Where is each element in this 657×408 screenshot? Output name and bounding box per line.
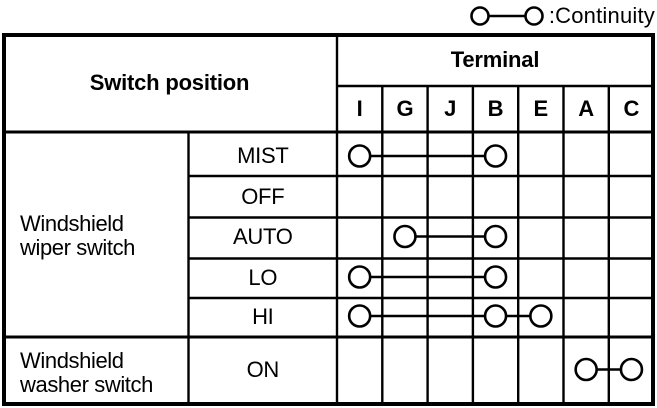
continuity-circle xyxy=(347,144,372,168)
continuity-circle xyxy=(483,265,508,289)
continuity-circle xyxy=(393,224,417,249)
terminal-col-label: B xyxy=(487,96,504,121)
continuity-circle-icon xyxy=(470,6,490,26)
legend: :Continuity xyxy=(468,3,655,29)
position-label-auto: AUTO xyxy=(233,224,293,249)
washer-switch-group-label: Windshield washer switch xyxy=(20,349,153,397)
terminal-col-label: I xyxy=(356,96,363,121)
legend-label: :Continuity xyxy=(548,3,655,28)
group-label-line: Windshield xyxy=(20,348,124,373)
switch-position-header: Switch position xyxy=(89,69,250,95)
terminal-header: Terminal xyxy=(450,47,540,72)
grid-lines-thin xyxy=(187,35,651,404)
table-outer-border xyxy=(2,33,655,406)
position-label-lo: LO xyxy=(248,264,278,290)
grid-lines-section xyxy=(4,130,653,339)
terminal-col-label: G xyxy=(396,96,414,121)
wiper-switch-group-label: Windshield wiper switch xyxy=(20,212,135,260)
position-label-hi: HI xyxy=(252,303,274,329)
continuity-circle-icon xyxy=(524,6,544,26)
continuity-circle xyxy=(483,304,508,328)
continuity-circle xyxy=(483,224,508,249)
continuity-circle xyxy=(529,304,553,328)
continuity-circle xyxy=(347,265,372,289)
continuity-symbol-icon xyxy=(470,6,544,26)
position-label-off: OFF xyxy=(241,183,285,209)
terminal-col-label: A xyxy=(578,96,595,121)
group-label-line: Windshield xyxy=(20,211,124,236)
continuity-circle xyxy=(574,357,598,382)
terminal-col-label: C xyxy=(623,96,640,121)
continuity-marks xyxy=(347,144,644,382)
group-label-line: wiper switch xyxy=(20,235,136,260)
continuity-circle xyxy=(347,304,372,328)
terminal-col-label: E xyxy=(533,96,549,121)
position-label-on: ON xyxy=(246,357,280,382)
continuity-circle xyxy=(619,357,644,382)
continuity-circle xyxy=(483,144,508,168)
position-label-mist: MIST xyxy=(237,142,289,168)
terminal-col-label: J xyxy=(444,96,457,121)
group-label-line: washer switch xyxy=(20,372,153,397)
